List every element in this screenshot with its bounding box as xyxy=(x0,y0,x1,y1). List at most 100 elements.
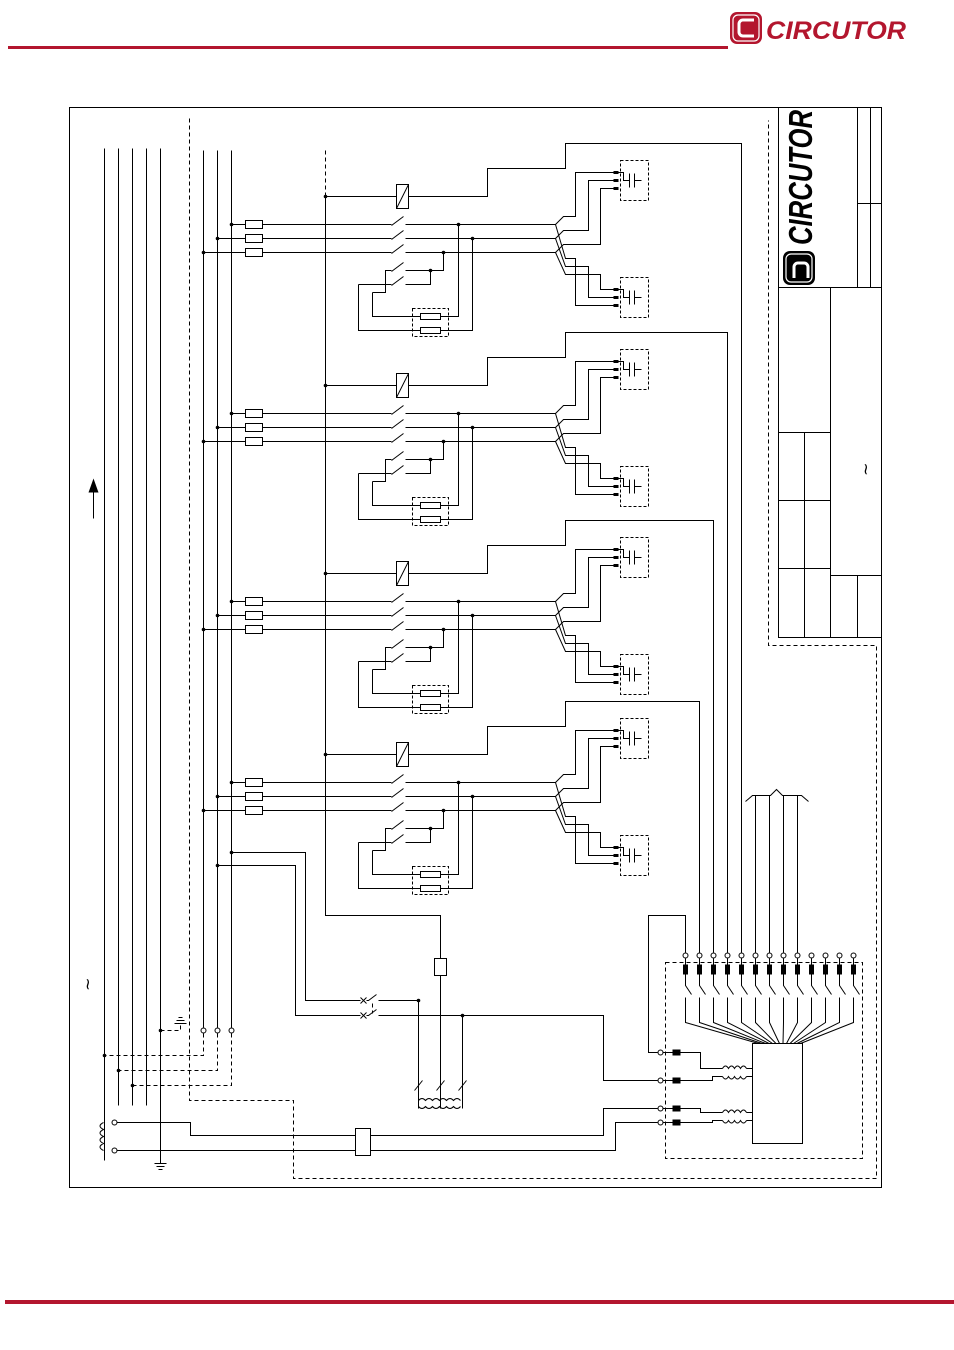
terminal xyxy=(682,952,689,959)
tap-link xyxy=(132,1033,232,1086)
title-block-tilde-symbol: ~ xyxy=(856,463,875,476)
capacitor-terminal xyxy=(613,665,619,668)
discharge-wire xyxy=(358,842,421,889)
output-wire xyxy=(769,997,780,1044)
power-factor-controller xyxy=(752,1043,803,1144)
input-terminal xyxy=(657,1077,664,1084)
capacitor-lead xyxy=(618,478,630,487)
output-relay-contact xyxy=(699,974,706,995)
capacitor-terminal xyxy=(613,171,619,174)
output-wire xyxy=(699,997,763,1044)
precharge-wire xyxy=(372,647,392,670)
capacitor-terminal xyxy=(613,296,619,299)
junction-dot xyxy=(428,268,433,273)
ct-wire xyxy=(370,1108,658,1136)
discharge-resistor xyxy=(420,885,441,892)
circutor-logo-icon xyxy=(730,12,762,44)
junction-dot xyxy=(441,808,446,813)
fuse xyxy=(245,409,263,418)
precharge-wire xyxy=(405,441,444,460)
coil-mark xyxy=(396,742,409,767)
contactor-main-contact xyxy=(391,774,404,784)
measurement-wire xyxy=(680,1076,723,1081)
logo-icon-c-shape xyxy=(737,18,754,38)
capacitor-wire xyxy=(555,549,614,602)
discharge-wire xyxy=(372,850,421,875)
output-relay-contact xyxy=(839,974,846,995)
output-wire xyxy=(786,997,798,1044)
terminal xyxy=(200,1027,207,1034)
resistor-enclosure xyxy=(412,866,449,895)
fuse xyxy=(245,806,263,815)
contactor-main-contact xyxy=(391,593,404,603)
junction-dot xyxy=(102,1053,107,1058)
contactor-main-contact xyxy=(391,433,404,443)
terminal xyxy=(214,1027,221,1034)
footer-rule xyxy=(5,1300,954,1304)
terminal xyxy=(808,952,815,959)
contactor-main-contact xyxy=(391,244,404,254)
capacitor-enclosure xyxy=(620,349,649,390)
capacitor-terminal xyxy=(613,681,619,684)
discharge-wire xyxy=(372,481,421,506)
supply-tilde-symbol: ~ xyxy=(78,978,97,991)
output-wire xyxy=(796,997,840,1044)
discharge-wire xyxy=(358,661,421,708)
capacitor-wire xyxy=(555,738,614,797)
capacitor-terminal xyxy=(613,179,619,182)
capacitor-enclosure xyxy=(620,718,649,759)
output-wire xyxy=(727,997,770,1044)
precharge-wire xyxy=(405,828,431,843)
capacitor-lead xyxy=(618,361,630,370)
terminal xyxy=(738,952,745,959)
controller-terminal-strip xyxy=(648,915,863,1159)
output-relay-contact xyxy=(727,974,734,995)
fuse xyxy=(245,597,263,606)
contactor-main-contact xyxy=(391,405,404,415)
junction-dot xyxy=(130,1083,135,1088)
terminal-block xyxy=(672,1077,681,1084)
terminal-block xyxy=(767,964,772,975)
capacitor-lead xyxy=(618,172,630,181)
output-wire xyxy=(755,997,777,1044)
output-wire xyxy=(793,997,826,1044)
winding-mark xyxy=(436,1080,445,1091)
terminal-block xyxy=(809,964,814,975)
controller-supply-wire xyxy=(648,915,686,1053)
precharge-wire xyxy=(405,252,444,271)
control-wire xyxy=(408,332,728,953)
capacitor-terminal xyxy=(613,564,619,567)
capacitor-lead xyxy=(618,847,630,856)
terminal-block xyxy=(781,964,786,975)
capacitor-wire xyxy=(555,238,614,298)
resistor-enclosure xyxy=(412,685,449,714)
auxiliary-breaker xyxy=(360,994,658,1081)
capacitor-stage-3 xyxy=(201,520,714,953)
ct-wire xyxy=(117,1122,356,1136)
fuse xyxy=(245,423,263,432)
terminal-block xyxy=(725,964,730,975)
precharge-wire xyxy=(405,629,444,648)
output-relay-contact xyxy=(741,974,748,995)
output-wire xyxy=(782,997,784,1044)
capacitor-wire xyxy=(555,782,614,864)
output-wire xyxy=(800,997,854,1044)
fuse xyxy=(245,437,263,446)
capacitor-wire xyxy=(555,180,614,239)
terminal-block xyxy=(753,964,758,975)
capacitor-wire xyxy=(555,629,614,667)
output-relay-contact xyxy=(783,974,790,995)
discharge-resistor xyxy=(420,502,441,509)
circutor-logo-icon xyxy=(783,251,815,285)
external-wiring xyxy=(215,850,361,1016)
contactor-main-contact xyxy=(391,230,404,240)
capacitor-wire xyxy=(555,565,614,630)
precharge-wire xyxy=(405,647,431,662)
capacitor-wire xyxy=(555,601,614,683)
input-terminal xyxy=(657,1049,664,1056)
terminal-block xyxy=(683,964,688,975)
terminal xyxy=(780,952,787,959)
measurement-wire xyxy=(680,1052,723,1069)
capacitor-terminal xyxy=(613,745,619,748)
control-line xyxy=(325,196,441,959)
